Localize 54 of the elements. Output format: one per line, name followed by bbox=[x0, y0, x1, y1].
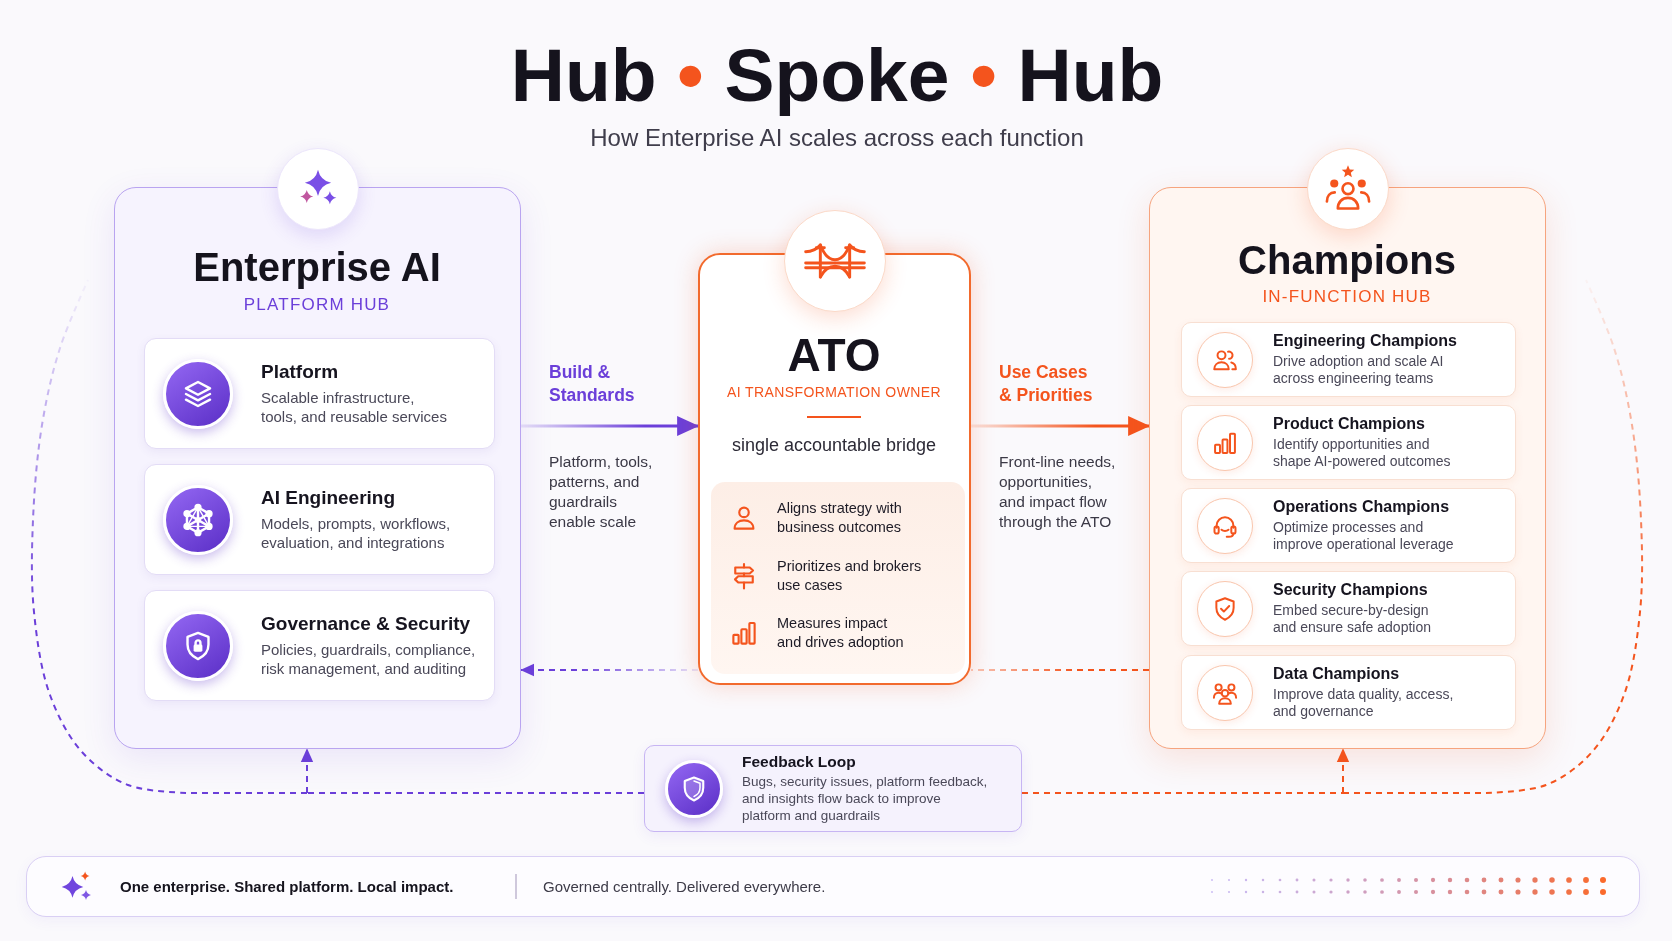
card-description: Embed secure-by-design and ensure safe adoption bbox=[1273, 602, 1432, 638]
card-title: Security Champions bbox=[1273, 579, 1428, 600]
panel-title: ATO bbox=[787, 330, 881, 381]
champion-card bbox=[1181, 405, 1516, 480]
champion-card bbox=[1181, 571, 1516, 646]
tagline: Governed centrally. Delivered everywhere. bbox=[543, 877, 826, 896]
capability-card bbox=[144, 590, 495, 701]
dashed-arrow bbox=[300, 748, 314, 794]
description-text: Platform, tools, patterns, and guardrails enable scale bbox=[549, 452, 654, 533]
dashed-arrow bbox=[520, 663, 699, 677]
subtitle: How Enterprise AI scales across each function bbox=[590, 123, 1084, 153]
card-title: Governance & Security bbox=[261, 612, 471, 636]
card-title: AI Engineering bbox=[261, 486, 396, 510]
panel-subtitle: PLATFORM HUB bbox=[243, 295, 391, 316]
card-description: Improve data quality, access, and governance bbox=[1273, 686, 1455, 722]
edge-label: Build & Standards bbox=[549, 361, 636, 408]
panel-subtitle: IN-FUNCTION HUB bbox=[1262, 287, 1432, 308]
responsibility-text: Measures impact and drives adoption bbox=[777, 614, 905, 652]
responsibility-text: Prioritizes and brokers use cases bbox=[777, 557, 923, 595]
dashed-line bbox=[1342, 279, 1644, 794]
card-title: Product Champions bbox=[1273, 413, 1425, 434]
panel-title: Enterprise AI bbox=[193, 244, 441, 290]
capability-card bbox=[144, 338, 495, 449]
box-title: Feedback Loop bbox=[742, 752, 856, 771]
card-description: Drive adoption and scale AI across engineering teams bbox=[1273, 353, 1445, 389]
description-text: Front-line needs, opportunities, and impact flow through the ATO bbox=[999, 452, 1117, 533]
card-description: Policies, guardrails, compliance, risk management, and auditing bbox=[261, 641, 477, 679]
responsibility-panel bbox=[711, 482, 965, 674]
dashed-line bbox=[970, 669, 1150, 671]
champion-card bbox=[1181, 322, 1516, 397]
card-title: Operations Champions bbox=[1273, 496, 1450, 517]
champion-card bbox=[1181, 655, 1516, 730]
edge-label: Use Cases & Priorities bbox=[999, 361, 1094, 408]
card-description: Identify opportunities and shape AI-powered outcomes bbox=[1273, 436, 1452, 472]
panel-subtitle: AI TRANSFORMATION OWNER bbox=[727, 384, 941, 401]
tagline: single accountable bridge bbox=[731, 434, 937, 457]
card-description: Optimize processes and improve operational leverage bbox=[1273, 519, 1455, 555]
dashed-line bbox=[306, 792, 645, 794]
dashed-line bbox=[30, 279, 308, 794]
panel-title: Champions bbox=[1238, 237, 1456, 283]
responsibility-text: Aligns strategy with business outcomes bbox=[777, 499, 903, 537]
card-title: Engineering Champions bbox=[1273, 330, 1457, 351]
champion-card bbox=[1181, 488, 1516, 563]
card-description: Models, prompts, workflows, evaluation, and integrations bbox=[261, 515, 452, 553]
arrow bbox=[971, 416, 1151, 436]
box-description: Bugs, security issues, platform feedback, and insights flow back to improve platform and guardrails bbox=[742, 774, 989, 825]
card-title: Data Champions bbox=[1273, 663, 1400, 684]
feedback-box bbox=[644, 745, 1022, 832]
card-title: Platform bbox=[261, 360, 339, 384]
tagline: One enterprise. Shared platform. Local impact. bbox=[120, 877, 454, 896]
capability-card bbox=[144, 464, 495, 575]
arrow bbox=[521, 416, 700, 436]
footer-banner bbox=[26, 856, 1640, 917]
card-description: Scalable infrastructure, tools, and reusable services bbox=[261, 389, 448, 427]
